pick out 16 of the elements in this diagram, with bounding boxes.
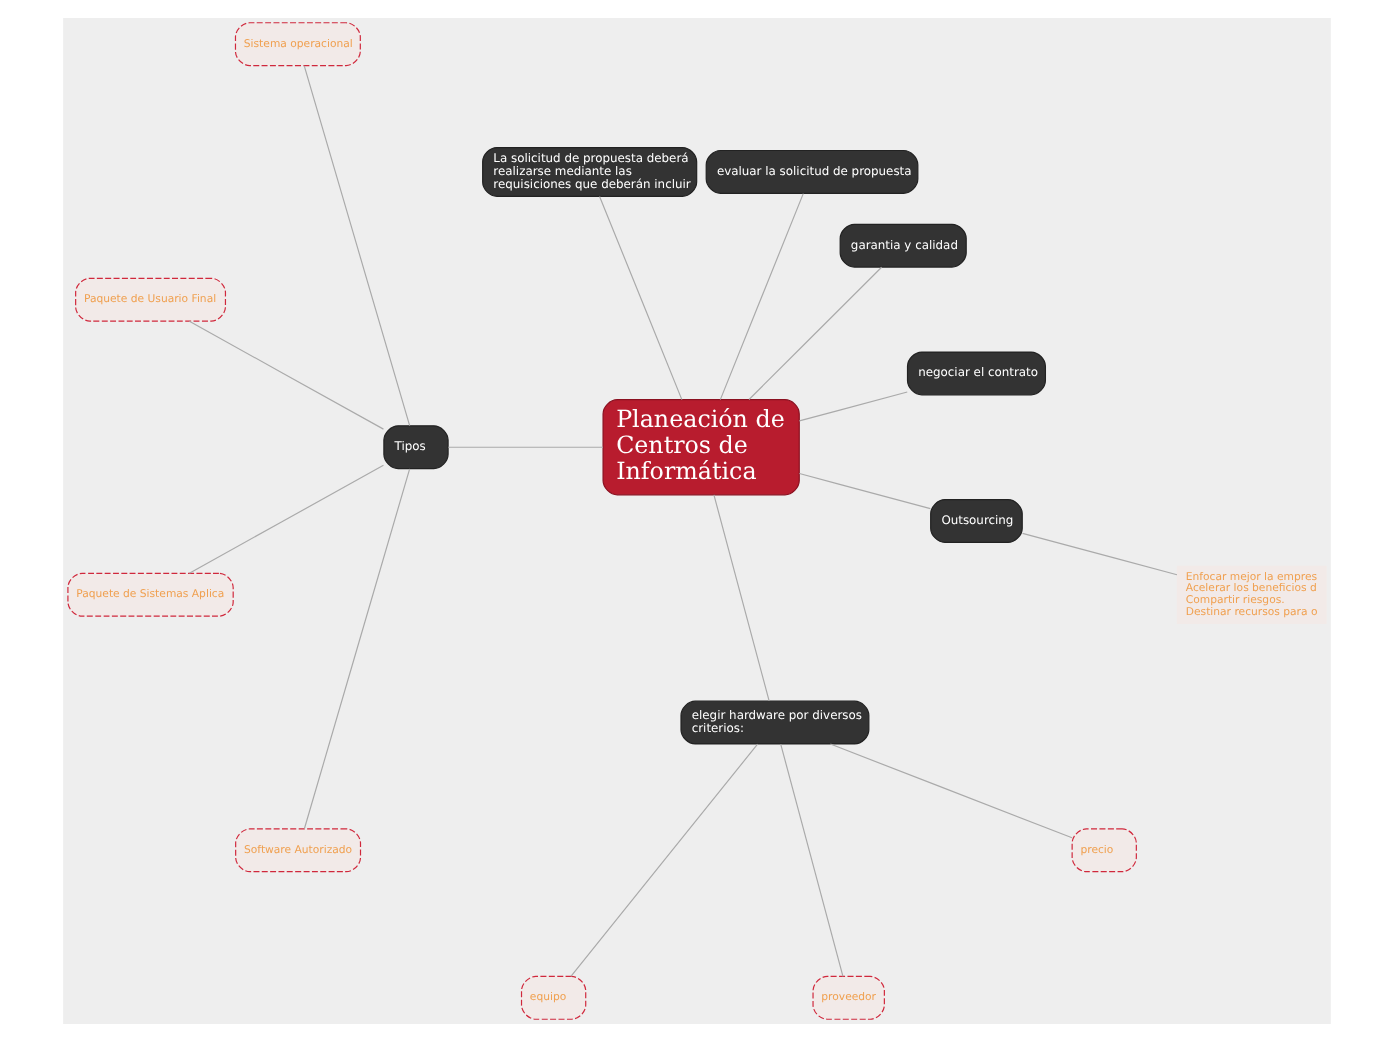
connector bbox=[797, 390, 907, 421]
connector bbox=[712, 493, 769, 701]
connector bbox=[797, 471, 930, 509]
connector bbox=[302, 64, 410, 426]
node-box: Planeación de Centros de Informática bbox=[601, 398, 799, 495]
connector bbox=[718, 192, 803, 400]
connector bbox=[446, 445, 603, 447]
connector bbox=[828, 742, 1072, 838]
connector bbox=[779, 742, 843, 976]
connector bbox=[598, 194, 682, 400]
connector bbox=[747, 265, 882, 400]
connector bbox=[302, 467, 410, 829]
connector bbox=[187, 463, 384, 573]
connector bbox=[569, 742, 758, 976]
connector bbox=[1020, 531, 1177, 575]
connector bbox=[187, 319, 384, 429]
